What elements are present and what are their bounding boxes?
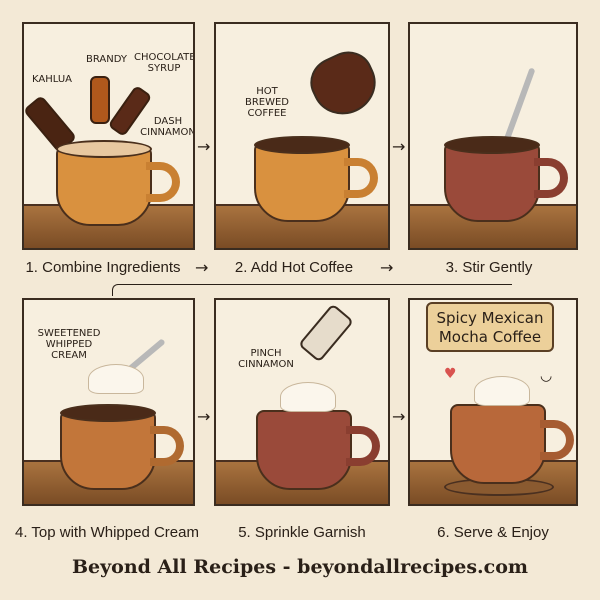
connector-line	[112, 284, 512, 296]
mug	[444, 136, 568, 222]
spoon-icon	[502, 67, 536, 145]
label-kahlua: KAHLUA	[32, 74, 72, 85]
step-5-caption: 5. Sprinkle Garnish	[238, 524, 366, 541]
mug	[56, 140, 180, 226]
label-chocolate-syrup: CHOCOLATE SYRUP	[134, 52, 195, 74]
heart-icon: ♥	[444, 366, 457, 382]
step-1-caption: 1. Combine Ingredients	[25, 259, 181, 276]
footer: Beyond All Recipes - beyondallrecipes.co…	[71, 556, 529, 578]
arrow-icon: →	[197, 407, 211, 426]
step-1-panel: KAHLUA BRANDY CHOCOLATE SYRUP DASH CINNA…	[22, 22, 195, 250]
step-6-caption: 6. Serve & Enjoy	[437, 524, 549, 541]
mug	[254, 136, 378, 222]
mug	[60, 404, 184, 490]
step-5-panel: PINCH CINNAMON	[214, 298, 390, 506]
brandy-bottle	[90, 76, 110, 124]
step-2-caption: 2. Add Hot Coffee	[234, 259, 354, 276]
smiley-icon: ◡	[540, 368, 553, 384]
step-4-caption: 4. Top with Whipped Cream	[15, 524, 199, 541]
mug	[450, 376, 574, 484]
shaker-icon	[297, 303, 355, 363]
arrow-icon: →	[392, 407, 406, 426]
label-brandy: BRANDY	[86, 54, 127, 65]
label-hot-brewed-coffee: HOT BREWED COFFEE	[244, 86, 290, 119]
arrow-icon: →	[195, 258, 209, 277]
step-2-panel: HOT BREWED COFFEE	[214, 22, 390, 250]
mug	[256, 382, 380, 490]
title-banner: Spicy Mexican Mocha Coffee	[426, 302, 554, 352]
arrow-icon: →	[392, 137, 406, 156]
step-4-panel: SWEETENED WHIPPED CREAM	[22, 298, 195, 506]
coffee-pot	[302, 43, 386, 125]
step-3-panel	[408, 22, 578, 250]
arrow-icon: →	[197, 137, 211, 156]
step-3-caption: 3. Stir Gently	[445, 259, 533, 276]
label-sweetened-whipped-cream: SWEETENED WHIPPED CREAM	[37, 328, 101, 361]
label-pinch-cinnamon: PINCH CINNAMON	[238, 348, 294, 370]
label-dash-cinnamon: DASH CINNAMON	[140, 116, 195, 138]
arrow-icon: →	[380, 258, 394, 277]
whipped-cream	[88, 364, 144, 394]
